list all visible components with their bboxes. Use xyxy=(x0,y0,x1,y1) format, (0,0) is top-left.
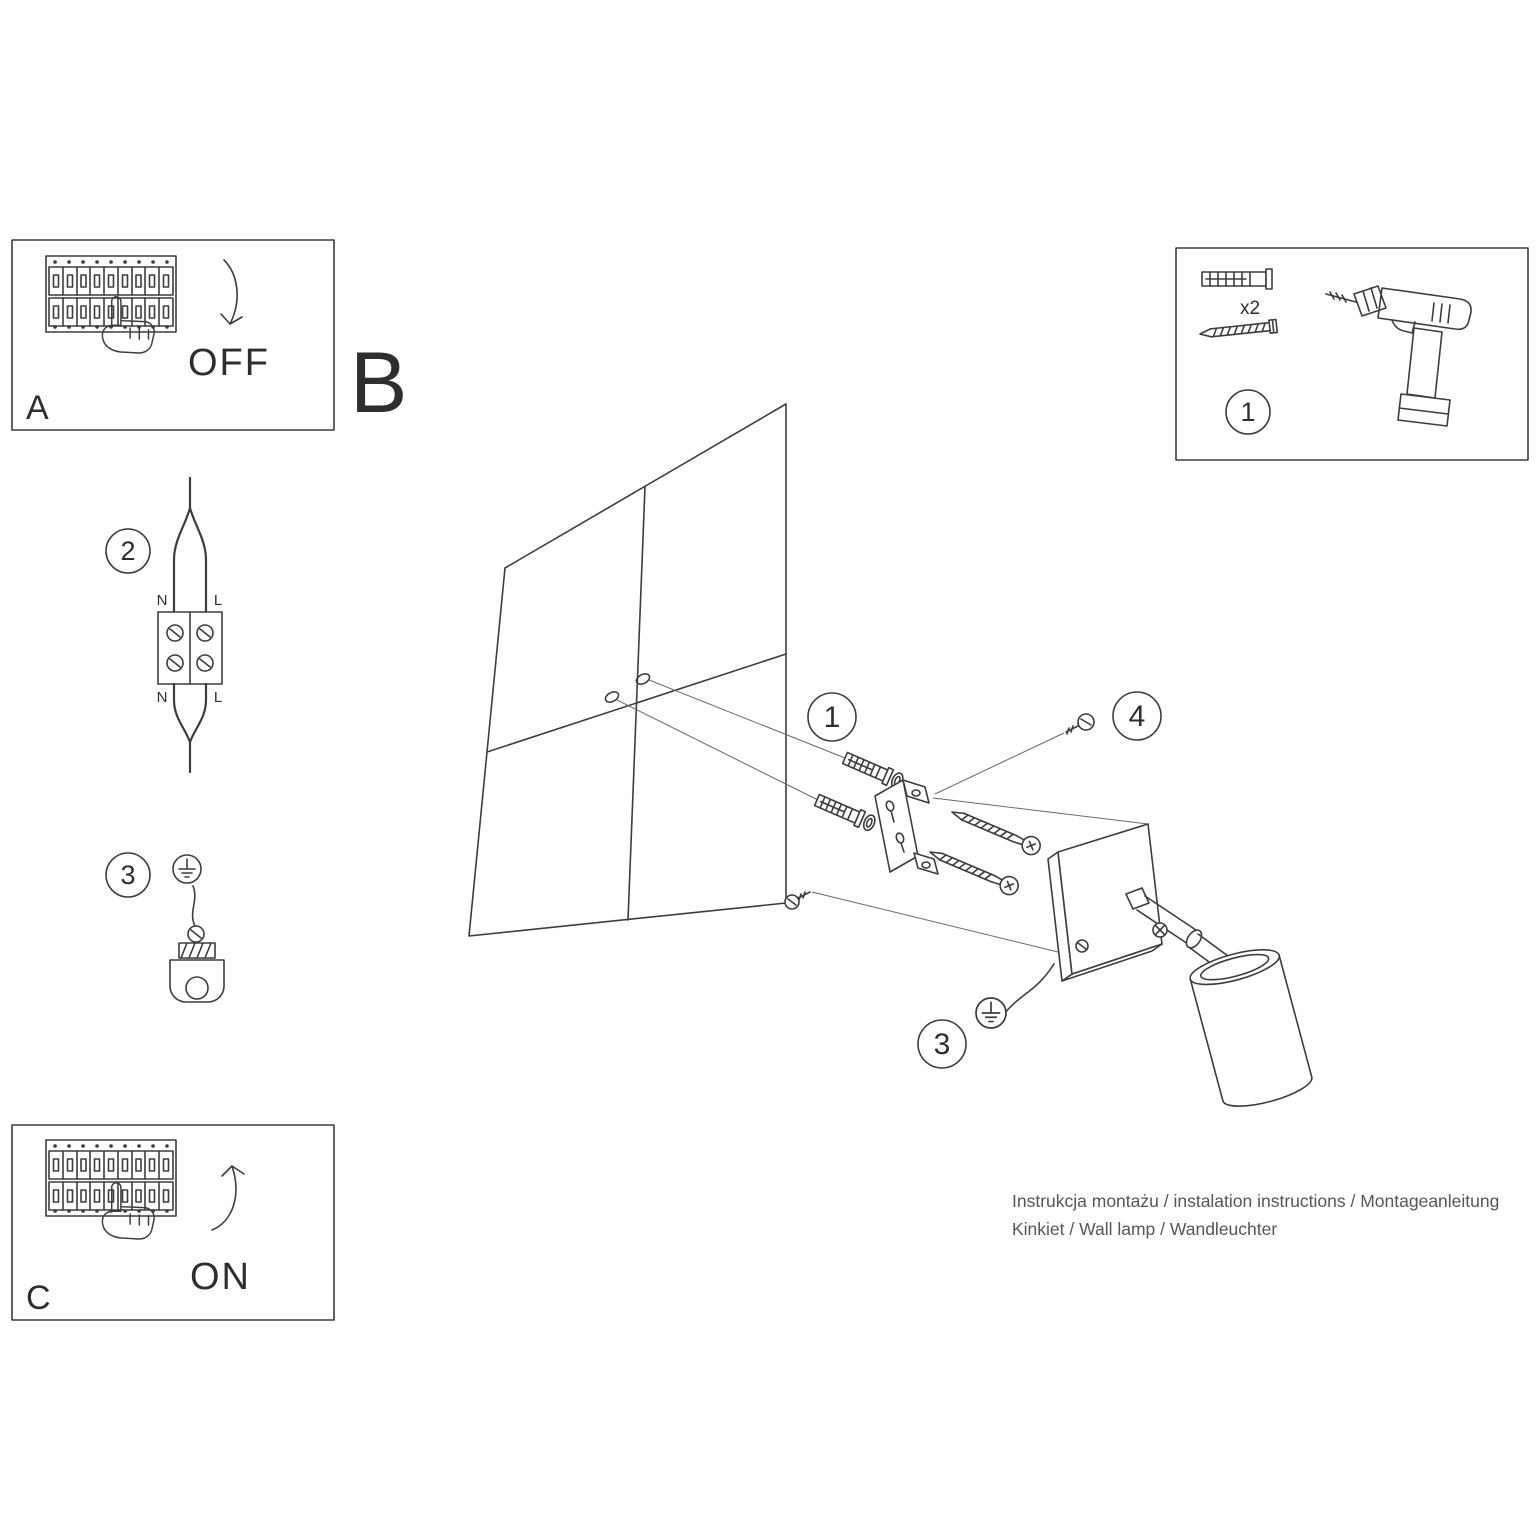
panel-c-border xyxy=(11,1124,335,1321)
step-2-circle xyxy=(105,528,151,574)
small-screw-top xyxy=(1065,713,1095,735)
alignment-lines xyxy=(616,679,1149,953)
off-label: OFF xyxy=(188,342,270,384)
step-3-number-main: 3 xyxy=(934,1028,951,1061)
machine-screw-icon xyxy=(1199,318,1279,338)
step-3-number-left: 3 xyxy=(120,860,135,890)
on-label: ON xyxy=(190,1256,251,1298)
arrow-down-icon xyxy=(220,259,243,325)
step-3-circle-left xyxy=(105,852,151,898)
lamp-holder-bracket xyxy=(169,959,225,1003)
drill-icon xyxy=(1325,285,1472,427)
earth-ground-icon xyxy=(172,854,202,884)
step-2-number: 2 xyxy=(120,536,135,566)
wire-lead-right-bottom xyxy=(188,682,208,744)
label-l-top: L xyxy=(214,592,222,609)
fixing-screw-1 xyxy=(947,802,1044,859)
wall-plug-icon xyxy=(1201,268,1273,290)
earth-ground-icon-main xyxy=(975,997,1007,1029)
wall-panel-horizontal-line xyxy=(486,653,787,753)
step-1-number-main: 1 xyxy=(824,701,841,734)
earth-terminal-block xyxy=(178,942,216,959)
panel-c-switch-on: ON C xyxy=(11,1124,335,1321)
terminal-screws xyxy=(166,624,214,672)
footer-line-1: Instrukcja montażu / instalation instruc… xyxy=(1012,1191,1499,1211)
mounting-bracket xyxy=(874,779,939,875)
step-2-wiring: 2 N L N L xyxy=(105,476,223,774)
hardware-kit-box: x2 1 xyxy=(1175,247,1529,461)
small-screw-bottom xyxy=(784,891,811,910)
step-1-number: 1 xyxy=(1240,397,1255,427)
step-1-circle-main xyxy=(807,692,857,742)
kit-box-border xyxy=(1175,247,1529,461)
panel-a-label: A xyxy=(26,389,49,427)
wire-lead-left-top xyxy=(172,506,192,614)
arrow-up-icon xyxy=(211,1165,245,1231)
footer-captions: Instrukcja montażu / instalation instruc… xyxy=(1012,1191,1499,1239)
section-b-label: B xyxy=(350,335,407,431)
anchor-qty-label: x2 xyxy=(1240,298,1260,319)
lamp-cord xyxy=(1003,963,1055,1015)
label-l-bottom: L xyxy=(214,689,222,706)
fixing-screw-2 xyxy=(925,842,1022,899)
panel-c-label: C xyxy=(26,1279,51,1317)
earth-screw-slot xyxy=(190,929,202,939)
holder-hole xyxy=(185,976,209,1000)
lamp-base-plate xyxy=(1047,823,1163,982)
step-4-circle xyxy=(1112,691,1162,741)
drill-hole-left xyxy=(604,691,620,703)
panel-a-switch-off: OFF A xyxy=(11,239,335,431)
wire-lead-left-bottom xyxy=(172,682,192,744)
wall-anchor-2 xyxy=(812,791,879,834)
label-n-bottom: N xyxy=(157,689,168,706)
panel-a-border xyxy=(11,239,335,431)
drill-hole-right xyxy=(635,673,651,685)
step-3-circle-main xyxy=(917,1019,967,1069)
label-n-top: N xyxy=(157,592,168,609)
pointing-hand-icon xyxy=(101,296,155,354)
earth-wire xyxy=(191,885,196,927)
wire-lead-right-top xyxy=(188,506,208,614)
lamp-shade xyxy=(1189,949,1313,1107)
step-3-earth-left: 3 xyxy=(105,852,225,1003)
footer-line-2: Kinkiet / Wall lamp / Wandleuchter xyxy=(1012,1219,1277,1239)
lamp-pivot-arm xyxy=(1125,887,1229,971)
step-1-circle xyxy=(1225,389,1271,435)
step-4-number: 4 xyxy=(1129,700,1146,733)
main-assembly: 1 4 xyxy=(468,403,1313,1107)
